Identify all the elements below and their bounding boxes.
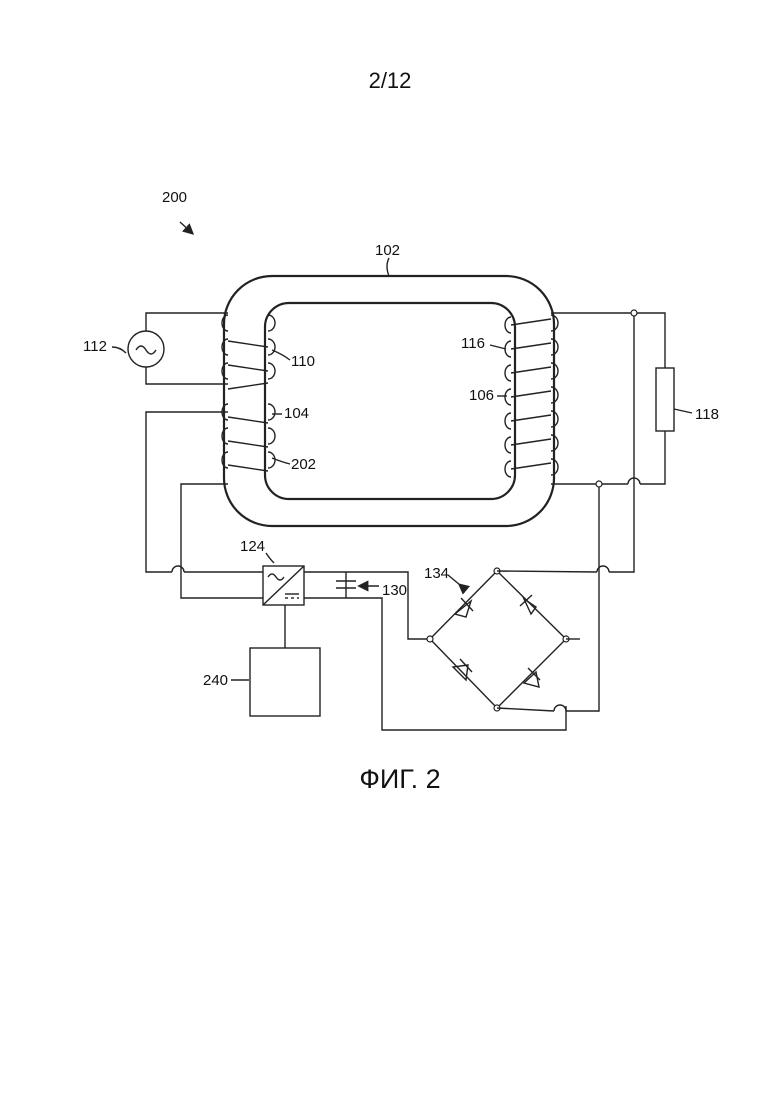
label-104: 104 (284, 405, 309, 422)
left-wiring (146, 412, 263, 598)
label-202: 202 (291, 456, 316, 473)
label-116: 116 (461, 335, 485, 352)
label-106: 106 (469, 387, 494, 404)
figure-caption: ФИГ. 2 (0, 764, 780, 795)
right-wiring (497, 310, 674, 711)
label-130: 130 (382, 582, 407, 599)
transformer-core (224, 276, 554, 526)
ac-source-112 (128, 313, 228, 384)
label-102: 102 (375, 242, 400, 259)
right-windings (505, 315, 558, 477)
label-118: 118 (695, 406, 719, 423)
capacitor-130 (304, 572, 566, 730)
bridge-rectifier-134 (427, 568, 569, 711)
label-112: 112 (83, 338, 107, 355)
label-134: 134 (424, 565, 449, 582)
label-200: 200 (162, 189, 187, 206)
left-windings (222, 315, 275, 471)
label-110: 110 (291, 353, 315, 370)
label-240: 240 (203, 672, 228, 689)
device-240-box (250, 648, 320, 716)
leader-lines (112, 222, 692, 680)
label-124: 124 (240, 538, 265, 555)
converter-124 (263, 566, 304, 648)
